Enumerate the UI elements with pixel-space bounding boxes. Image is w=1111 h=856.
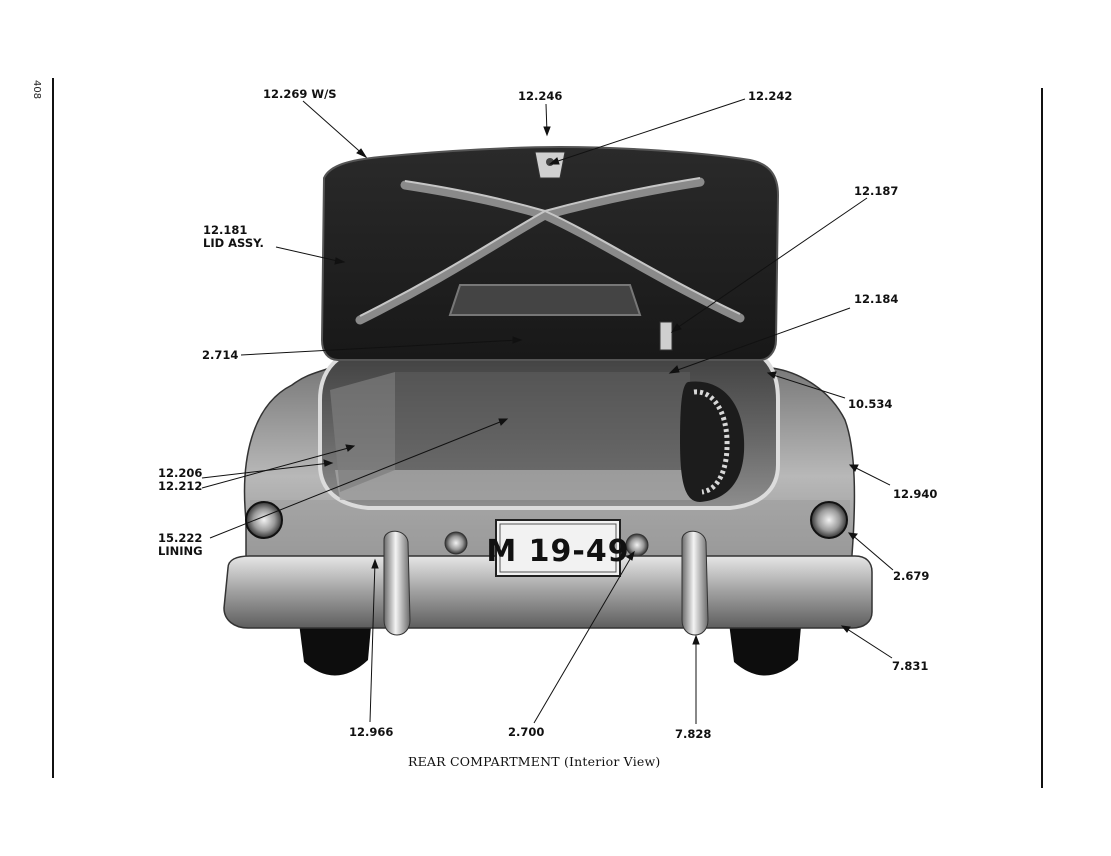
right-margin-rule: [1041, 88, 1043, 788]
callout-lining: LINING: [158, 544, 203, 558]
callout-10534: 10.534: [848, 397, 893, 411]
lid-x-brace: [355, 177, 745, 325]
trunk-floor: [335, 470, 705, 500]
callout-12940: 12.940: [893, 487, 938, 501]
lid-lower-panel: [448, 284, 642, 316]
leader-lines: [201, 98, 894, 724]
left-bumper-guard: [383, 530, 411, 636]
trunk-side-lining: [330, 372, 395, 492]
license-plate: [495, 519, 621, 577]
callout-12184: 12.184: [854, 292, 899, 306]
trunk-lid: [320, 145, 780, 361]
license-plate-text: M 19-49: [486, 534, 629, 569]
right-tail-lamp: [810, 501, 848, 539]
callout-12187: 12.187: [854, 184, 899, 198]
callout-12246: 12.246: [518, 89, 563, 103]
lid-hinge: [659, 321, 673, 351]
spare-tire: [680, 381, 745, 502]
right-tire: [728, 615, 802, 676]
callout-12212: 12.212: [158, 479, 203, 493]
callout-2700: 2.700: [508, 725, 545, 739]
right-license-lamp: [625, 533, 649, 557]
trunk-back-wall: [395, 372, 690, 470]
callout-12206: 12.206: [158, 466, 203, 480]
callout-7828: 7.828: [675, 727, 712, 741]
callout-15222: 15.222: [158, 531, 203, 545]
callout-lid-assy: LID ASSY.: [203, 236, 264, 250]
callout-12181: 12.181: [203, 223, 248, 237]
callout-7831: 7.831: [892, 659, 929, 673]
left-tire: [298, 615, 372, 676]
lid-brace-highlights: [359, 177, 741, 317]
callout-12966: 12.966: [349, 725, 394, 739]
left-margin-rule: [52, 78, 54, 778]
callout-2679: 2.679: [893, 569, 930, 583]
callout-12242: 12.242: [748, 89, 793, 103]
left-tail-lamp: [245, 501, 283, 539]
right-bumper-guard: [681, 530, 709, 636]
left-license-lamp: [444, 531, 468, 555]
callout-12269: 12.269 W/S: [263, 87, 337, 101]
tires: [298, 615, 802, 676]
figure-caption: REAR COMPARTMENT (Interior View): [408, 754, 661, 769]
callout-2714: 2.714: [202, 348, 239, 362]
